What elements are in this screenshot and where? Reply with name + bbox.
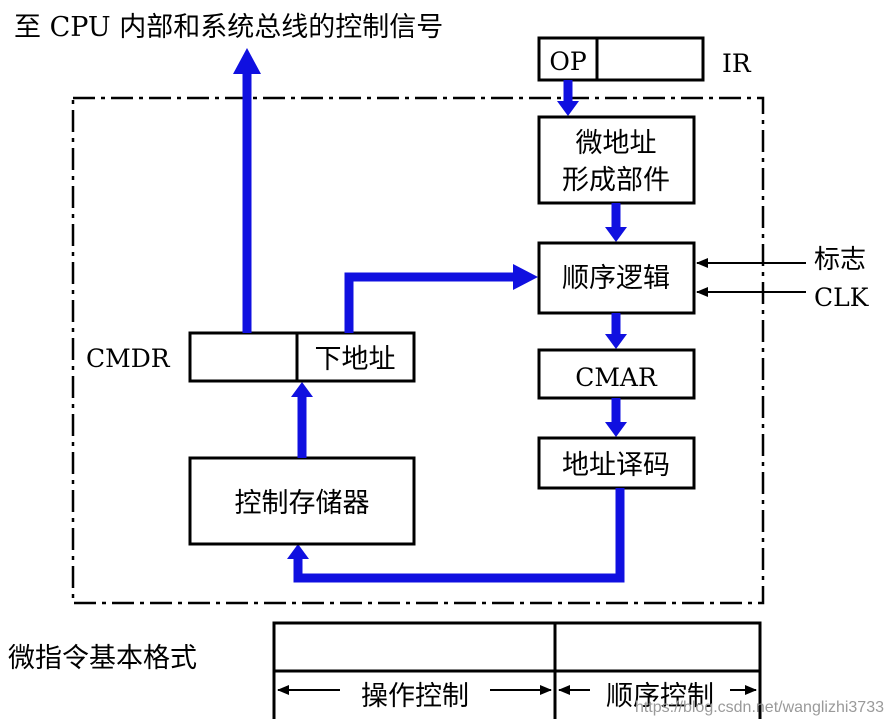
flag-label: 标志 xyxy=(814,245,866,275)
controller-boundary xyxy=(71,96,765,605)
bus-next-addr-to-seq xyxy=(344,272,514,333)
bus-decode-to-store xyxy=(293,488,625,583)
micro-address-unit-line2: 形成部件 xyxy=(562,165,670,196)
bus-decode-store-arrowhead xyxy=(287,544,309,559)
bus-output-arrowhead xyxy=(233,48,261,74)
cmar-label: CMAR xyxy=(575,363,658,392)
sequence-logic-label: 顺序逻辑 xyxy=(562,263,670,294)
bus-addr-unit-arrowhead xyxy=(605,227,627,242)
address-decode-label: 地址译码 xyxy=(562,450,670,481)
seq-control-label: 顺序控制 xyxy=(606,681,714,712)
control-store-label: 控制存储器 xyxy=(235,488,370,519)
bus-cmar-arrowhead xyxy=(605,422,627,437)
cmdr-name-label: CMDR xyxy=(86,344,171,373)
op-control-label: 操作控制 xyxy=(361,681,469,712)
bus-seq-arrowhead xyxy=(605,334,627,349)
bus-store-cmdr-arrowhead xyxy=(291,382,313,397)
bus-op-arrowhead xyxy=(557,101,579,116)
sequence-logic-box xyxy=(537,241,696,315)
micro-address-unit-line1: 微地址 xyxy=(576,128,657,159)
ir-op-label: OP xyxy=(549,47,586,76)
cmdr-next-address-label: 下地址 xyxy=(315,344,396,375)
format-title-label: 微指令基本格式 xyxy=(8,643,197,674)
bus-next-addr-arrowhead xyxy=(513,264,538,290)
format-box xyxy=(272,621,762,673)
clk-label: CLK xyxy=(814,283,870,312)
watermark-label: https://blog.csdn.net/wanglizhi3733 xyxy=(635,699,884,716)
micro-address-unit xyxy=(537,115,696,205)
ir-name-label: IR xyxy=(722,49,752,78)
ir-register xyxy=(537,36,705,82)
cmdr-register xyxy=(188,331,416,383)
top-note-label: 至 CPU 内部和系统总线的控制信号 xyxy=(14,12,443,43)
address-decode-box xyxy=(537,436,696,490)
